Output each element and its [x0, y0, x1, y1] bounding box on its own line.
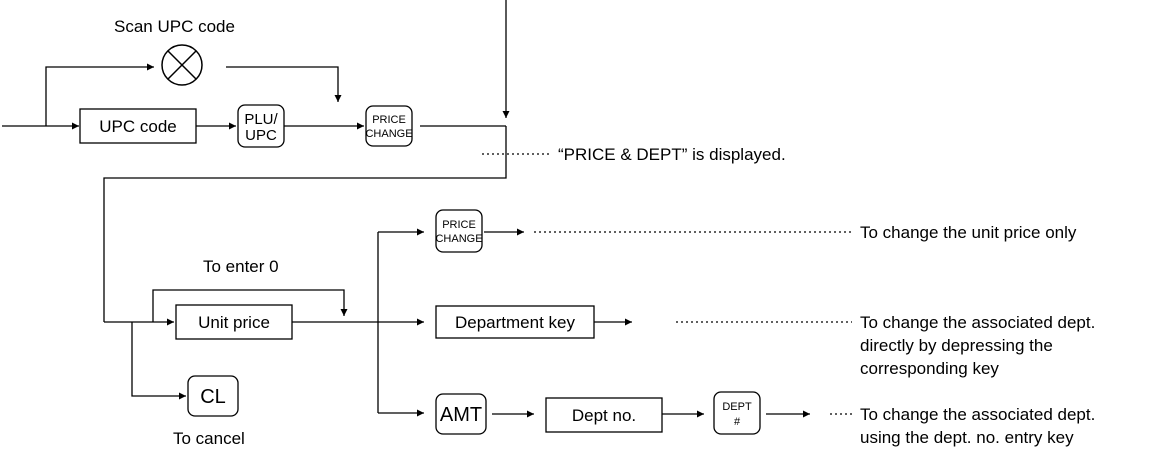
unit-price-box — [175, 304, 293, 340]
cl-key — [187, 375, 239, 417]
displayed-note: “PRICE & DEPT” is displayed. — [558, 145, 786, 164]
price-change-key-bottom — [435, 209, 483, 253]
price-change-key-top-label-1: PRICE — [372, 114, 406, 126]
dept-key-label-2: # — [734, 416, 741, 428]
scanner-icon — [161, 44, 203, 86]
note-dept-entry-1: To change the associated dept. — [860, 405, 1095, 424]
unit-price-label: Unit price — [198, 313, 270, 332]
price-change-key-bottom-label-2: CHANGE — [435, 233, 482, 245]
dept-no-label: Dept no. — [572, 406, 636, 425]
amt-key — [435, 393, 487, 435]
plu-key-label-2: UPC — [245, 127, 277, 144]
arrow-to-cl-key — [131, 322, 186, 400]
dept-key-label-1: DEPT — [722, 401, 752, 413]
price-change-key-top — [365, 105, 413, 147]
upc-code-label: UPC code — [99, 117, 176, 136]
price-change-key-bottom-label-1: PRICE — [442, 219, 476, 231]
dept-no-box — [545, 397, 663, 433]
to-cancel-label: To cancel — [173, 429, 245, 448]
note-unit-price-only: To change the unit price only — [860, 223, 1077, 242]
line-to-second-stage — [103, 126, 507, 322]
note-dept-direct-2: directly by depressing the — [860, 336, 1053, 355]
note-dept-entry-2: using the dept. no. entry key — [860, 428, 1074, 447]
to-enter-0-label: To enter 0 — [203, 257, 279, 276]
department-key-box — [435, 305, 595, 339]
scan-upc-label: Scan UPC code — [114, 17, 235, 36]
plu-key-label-1: PLU/ — [244, 111, 278, 128]
upc-code-box — [79, 108, 197, 144]
arrow-scanner-merge — [226, 66, 342, 102]
arrow-to-enter-0-bypass — [152, 289, 348, 322]
price-change-key-top-label-2: CHANGE — [365, 128, 412, 140]
cl-key-label: CL — [200, 386, 226, 408]
note-dept-direct-1: To change the associated dept. — [860, 313, 1095, 332]
note-dept-direct-3: corresponding key — [860, 359, 999, 378]
dept-hash-key — [713, 391, 761, 435]
arrow-to-scanner — [45, 63, 154, 126]
amt-key-label: AMT — [440, 404, 482, 426]
department-key-label: Department key — [455, 313, 575, 332]
